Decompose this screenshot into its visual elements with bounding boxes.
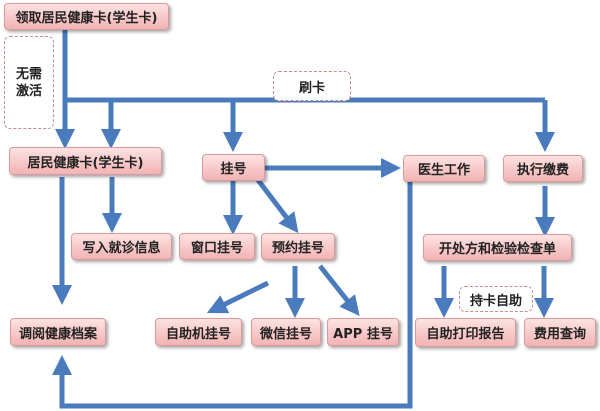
arrow-doctor-to-view bbox=[52, 182, 413, 409]
arrow-register-to-appointment bbox=[256, 178, 299, 234]
health-card-box: 居民健康卡(学生卡) bbox=[9, 147, 162, 175]
kiosk-reg-box: 自助机挂号 bbox=[155, 318, 242, 346]
no-activation-note: 无需 激活 bbox=[4, 36, 54, 129]
appointment-reg-box: 预约挂号 bbox=[261, 233, 335, 260]
window-reg-box: 窗口挂号 bbox=[179, 233, 255, 260]
self-service-note: 持卡自助 bbox=[459, 286, 533, 312]
no-activation-line1: 无需 bbox=[15, 66, 42, 82]
arrow-appointment-to-app bbox=[318, 264, 360, 317]
arrow-appointment-to-kiosk bbox=[206, 280, 270, 314]
self-print-box: 自助打印报告 bbox=[415, 318, 516, 347]
app-reg-box: APP 挂号 bbox=[327, 318, 399, 346]
doctor-work-box: 医生工作 bbox=[403, 155, 485, 182]
prescribe-exam-box: 开处方和检验检查单 bbox=[423, 234, 572, 261]
pay-box: 执行缴费 bbox=[503, 155, 583, 182]
view-records-box: 调阅健康档案 bbox=[10, 318, 106, 346]
get-card-box: 领取居民健康卡(学生卡) bbox=[4, 3, 169, 30]
register-box: 挂号 bbox=[202, 154, 265, 181]
wechat-reg-box: 微信挂号 bbox=[251, 318, 321, 346]
no-activation-line2: 激活 bbox=[15, 83, 42, 99]
fee-query-box: 费用查询 bbox=[524, 318, 596, 347]
swipe-card-note: 刷卡 bbox=[273, 71, 351, 101]
write-info-box: 写入就诊信息 bbox=[71, 233, 172, 260]
